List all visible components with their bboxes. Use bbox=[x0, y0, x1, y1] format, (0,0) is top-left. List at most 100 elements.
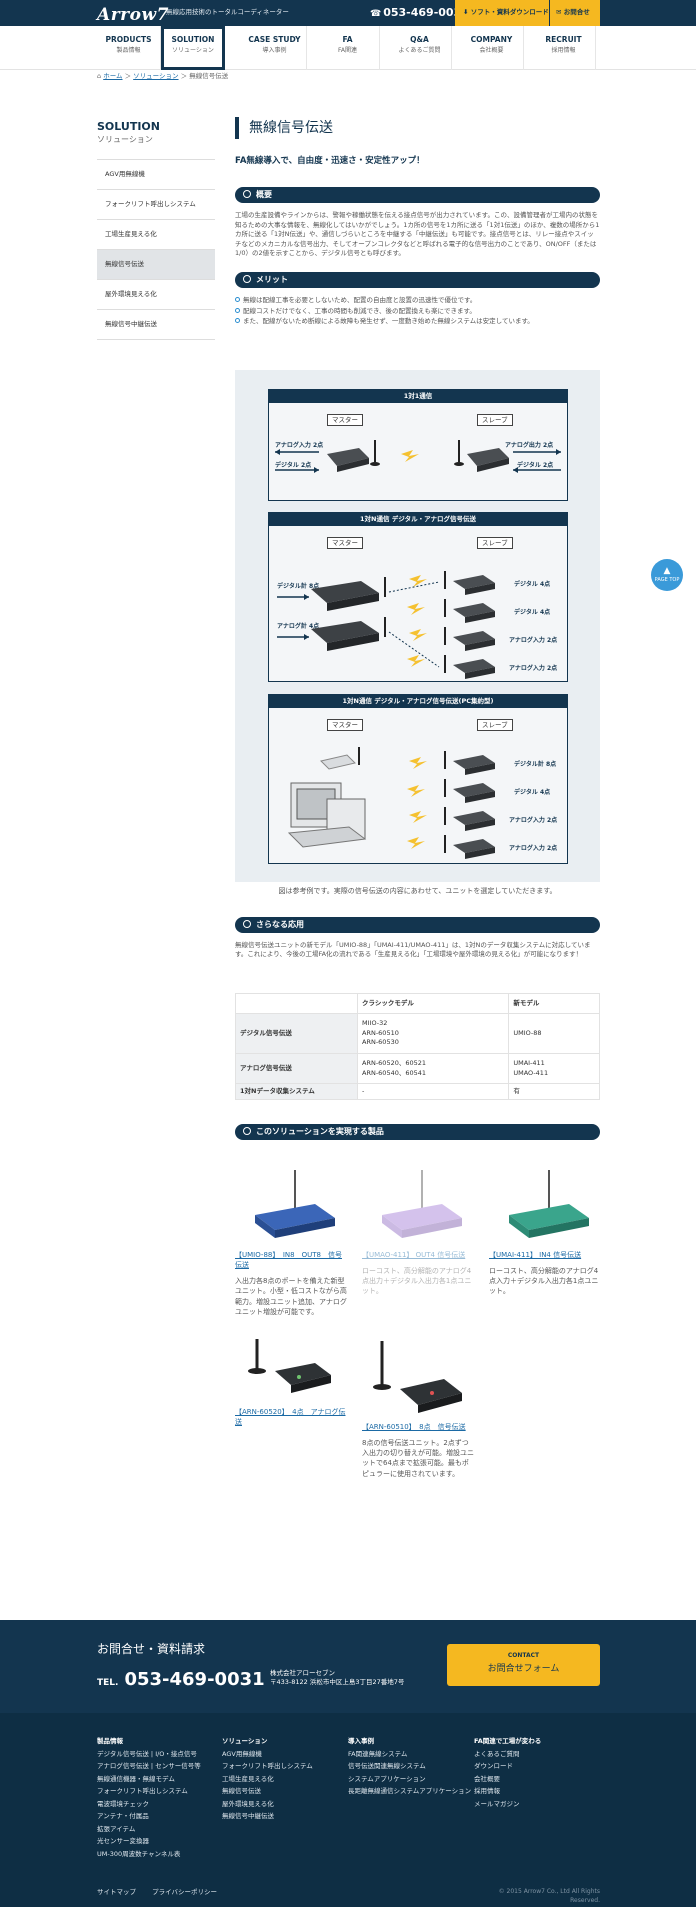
diagram-1to1: 1対1通信 マスター スレーブ アナログ入力 2点 デジタル 2点 アナログ出力… bbox=[268, 389, 568, 501]
nav-label: PRODUCTS bbox=[105, 35, 152, 44]
footer-link[interactable]: UM-300周波数チャンネル表 bbox=[97, 1849, 181, 1858]
footer-col-products: 製品情報 デジタル信号伝送 | I/O・接点信号 アナログ信号伝送 | センサー… bbox=[97, 1735, 201, 1860]
breadcrumb-sep: ＞ bbox=[124, 72, 134, 80]
sidebar-item-agv[interactable]: AGV用無線機 bbox=[97, 160, 215, 190]
breadcrumb-home[interactable]: ホーム bbox=[103, 72, 123, 80]
mail-icon: ✉ bbox=[556, 8, 564, 16]
contact-tel: TEL.053-469-0031 bbox=[97, 1667, 265, 1693]
footer-heading[interactable]: FA関連で工場が変わる bbox=[474, 1737, 542, 1745]
product-title[interactable]: 【UMIO-88】 IN8 OUT8 信号伝送 bbox=[235, 1251, 342, 1270]
footer-link[interactable]: 拡張アイテム bbox=[97, 1824, 136, 1833]
footer-link[interactable]: 長距離無線通信システムアプリケーション bbox=[348, 1787, 472, 1795]
phone-icon: ☎ bbox=[370, 9, 382, 19]
diagram-label: デジタル計 8点 bbox=[277, 583, 320, 590]
sidebar-item-signal[interactable]: 無線信号伝送 bbox=[97, 250, 215, 280]
footer-link[interactable]: 工場生産見える化 bbox=[222, 1774, 274, 1783]
footer-link[interactable]: ダウンロード bbox=[474, 1762, 513, 1770]
nav-label: CASE STUDY bbox=[248, 35, 301, 44]
sidebar-item-factory[interactable]: 工場生産見える化 bbox=[97, 220, 215, 250]
section-more-head: さらなる応用 bbox=[235, 917, 600, 933]
breadcrumb-parent[interactable]: ソリューション bbox=[133, 72, 179, 80]
section-merit: メリット bbox=[235, 272, 600, 289]
footer-link[interactable]: よくあるご質問 bbox=[474, 1749, 520, 1758]
footer-link[interactable]: システムアプリケーション bbox=[348, 1774, 426, 1783]
table-cell: MIIO-32 ARN-60510 ARN-60530 bbox=[356, 1013, 510, 1054]
page-top-button[interactable]: ▲PAGE TOP bbox=[651, 559, 683, 591]
footer-link[interactable]: フォークリフト呼出しシステム bbox=[97, 1787, 188, 1795]
product-image[interactable] bbox=[362, 1335, 474, 1420]
sidebar-item-relay[interactable]: 無線信号中継伝送 bbox=[97, 310, 215, 340]
product-card[interactable]: 【ARN-60510】 8点 信号伝送 8点の信号伝送ユニット。2点ずつ入出力の… bbox=[362, 1335, 474, 1479]
diagram-title: 1対N通信 デジタル・アナログ信号伝送 bbox=[269, 513, 567, 526]
page-top-label: PAGE TOP bbox=[654, 576, 680, 583]
footer-link[interactable]: AGV用無線機 bbox=[222, 1749, 262, 1758]
footer-link[interactable]: 光センサー変換器 bbox=[97, 1837, 149, 1845]
sidebar-item-outdoor[interactable]: 屋外環境見える化 bbox=[97, 280, 215, 310]
overview-text: 工場の生産設備やラインからは、警報や稼働状態を伝える接点信号が出力されています。… bbox=[235, 211, 600, 257]
footer-link[interactable]: アナログ信号伝送 | センサー信号等 bbox=[97, 1762, 201, 1770]
logo[interactable]: Arrow7 bbox=[97, 5, 169, 25]
footer-heading[interactable]: 導入事例 bbox=[348, 1737, 374, 1745]
nav-sub: 採用情報 bbox=[551, 46, 576, 54]
footer-link[interactable]: 屋外環境見える化 bbox=[222, 1799, 274, 1808]
diagram-title: 1対1通信 bbox=[269, 390, 567, 403]
bullet-icon bbox=[235, 318, 240, 324]
product-image[interactable] bbox=[489, 1160, 601, 1248]
product-title[interactable]: 【UMAI-411】 IN4 信号伝送 bbox=[489, 1251, 582, 1259]
bullet-icon bbox=[235, 307, 240, 313]
product-image[interactable] bbox=[235, 1160, 347, 1248]
product-card[interactable]: 【UMAO-411】 OUT4 信号伝送 ローコスト、高分解能のアナログ4点出力… bbox=[362, 1160, 474, 1297]
product-title[interactable]: 【UMAO-411】 OUT4 信号伝送 bbox=[362, 1251, 466, 1259]
contact-form-label: お問合せフォーム bbox=[487, 1663, 560, 1674]
sidebar-item-forklift[interactable]: フォークリフト呼出しシステム bbox=[97, 190, 215, 220]
footer-link[interactable]: アンテナ・付属品 bbox=[97, 1812, 149, 1820]
product-card[interactable]: 【ARN-60520】 4点 アナログ伝送 bbox=[235, 1335, 347, 1427]
table-cell: UMAI-411 UMAO-411 bbox=[508, 1053, 600, 1084]
footer-link[interactable]: 無線通信機器・無線モデム bbox=[97, 1774, 175, 1783]
product-title[interactable]: 【ARN-60510】 8点 信号伝送 bbox=[362, 1423, 466, 1431]
contact-button[interactable]: ✉ お問合せ bbox=[550, 0, 600, 26]
footer-heading[interactable]: ソリューション bbox=[222, 1737, 268, 1745]
footer-link[interactable]: 採用情報 bbox=[474, 1787, 500, 1795]
diagram-label: アナログ入力 2点 bbox=[275, 442, 324, 449]
footer-link[interactable]: 会社概要 bbox=[474, 1774, 500, 1783]
merit-item: 無線は配線工事を必要としないため、配置の自由度と設置の迅速性で優位です。 bbox=[235, 296, 600, 305]
master-tag: マスター bbox=[327, 537, 363, 549]
footer-link[interactable]: デジタル信号伝送 | I/O・接点信号 bbox=[97, 1749, 197, 1758]
footer-link[interactable]: FA関連無線システム bbox=[348, 1749, 408, 1758]
diagram-label: デジタル 4点 bbox=[514, 789, 551, 796]
merit-list: 無線は配線工事を必要としないため、配置の自由度と設置の迅速性で優位です。 配線コ… bbox=[235, 296, 600, 326]
footer-link[interactable]: 無線信号中継伝送 bbox=[222, 1812, 274, 1820]
product-image[interactable] bbox=[362, 1160, 474, 1248]
footer-col-cases: 導入事例 FA関連無線システム 信号伝送関連無線システム システムアプリケーショ… bbox=[348, 1735, 471, 1798]
footer-link[interactable]: フォークリフト呼出しシステム bbox=[222, 1762, 313, 1770]
product-card[interactable]: 【UMIO-88】 IN8 OUT8 信号伝送 入出力各8点のポートを備えた新型… bbox=[235, 1160, 347, 1317]
nav-sub: FA関連 bbox=[337, 46, 357, 54]
footer-link[interactable]: メールマガジン bbox=[474, 1799, 520, 1808]
product-card[interactable]: 【UMAI-411】 IN4 信号伝送 ローコスト、高分解能のアナログ4点入力＋… bbox=[489, 1160, 601, 1297]
download-button[interactable]: ⬇ ソフト・資料ダウンロード bbox=[455, 0, 549, 26]
product-desc: ローコスト、高分解能のアナログ4点出力＋デジタル入出力各1点ユニット。 bbox=[362, 1267, 472, 1296]
table-cell: 有 bbox=[508, 1082, 600, 1101]
footer-link[interactable]: 信号伝送関連無線システム bbox=[348, 1762, 426, 1770]
product-title[interactable]: 【ARN-60520】 4点 アナログ伝送 bbox=[235, 1408, 346, 1427]
footer-link[interactable]: 電波環境チェック bbox=[97, 1799, 149, 1808]
footer-heading[interactable]: 製品情報 bbox=[97, 1737, 123, 1745]
diagram-label: デジタル 4点 bbox=[514, 581, 551, 588]
sitemap-link[interactable]: サイトマップ bbox=[97, 1888, 136, 1896]
privacy-link[interactable]: プライバシーポリシー bbox=[152, 1888, 217, 1896]
footer bbox=[0, 1713, 696, 1907]
product-image[interactable] bbox=[235, 1335, 347, 1405]
footer-link[interactable]: 無線信号伝送 bbox=[222, 1787, 261, 1795]
tel-label: TEL. bbox=[97, 1678, 119, 1688]
